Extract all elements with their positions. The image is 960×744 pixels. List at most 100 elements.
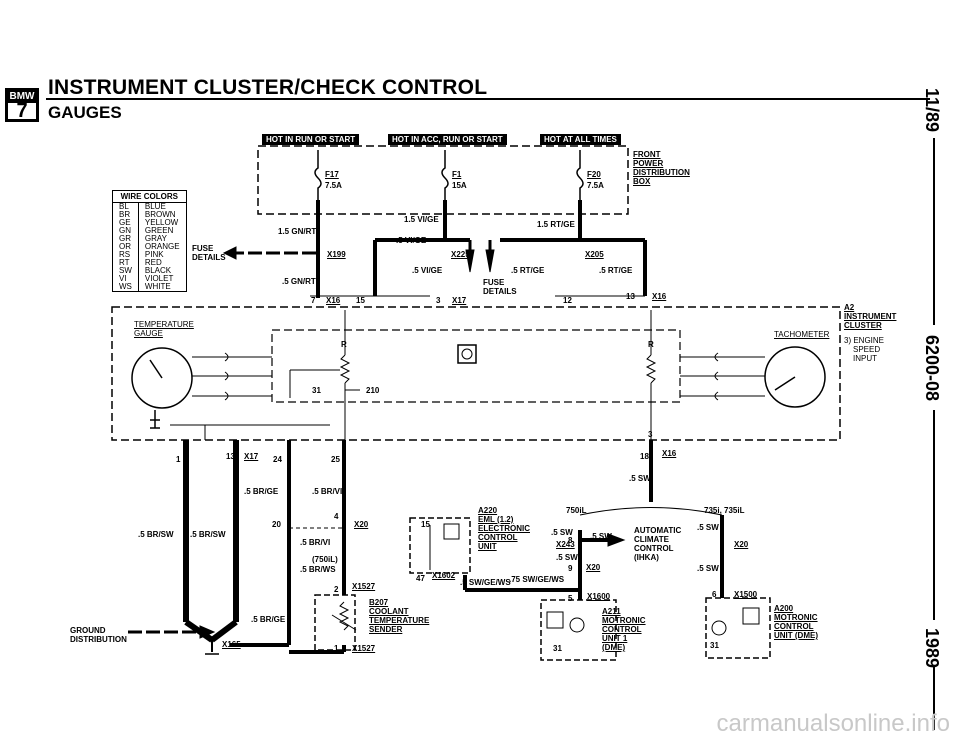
logo-brand: BMW (8, 91, 36, 103)
wire-label: 1.5 RT/GE (537, 220, 575, 229)
wire-label: .5 RT/GE (511, 266, 545, 275)
connector-x199: X199 (327, 250, 346, 259)
connector-x1602: X1602 (432, 571, 456, 580)
pin-number: 5 (568, 594, 573, 603)
power-badge-run-start: HOT IN RUN OR START (262, 134, 360, 145)
fuse-f17-id: F17 (325, 170, 339, 179)
wire-color-row: SW BLACK (113, 267, 186, 275)
fuse-f20-id: F20 (587, 170, 601, 179)
wire-color-name: YELLOW (144, 218, 179, 227)
connector-x1527: X1527 (352, 644, 376, 653)
wire-color-name: GRAY (144, 234, 167, 243)
fuse-f17 (314, 150, 322, 200)
wire-label: .5 SW (551, 528, 573, 537)
wire-color-row: OR ORANGE (113, 243, 186, 251)
power-badge-acc-run-start: HOT IN ACC, RUN OR START (388, 134, 507, 145)
connector-x20: X20 (734, 540, 749, 549)
connector-x243: X243 (556, 540, 575, 549)
connector-x1527: X1527 (352, 582, 376, 591)
wire-label: .5 BR/GE (251, 615, 286, 624)
pin-number: 25 (331, 455, 340, 464)
resistor-r: R (341, 340, 347, 349)
pin-number: 3 (436, 296, 441, 305)
wire-color-code: SW (113, 267, 139, 275)
pin-210: 210 (366, 386, 380, 395)
connector-x225: X225 (451, 250, 470, 259)
fuse-f1-amp: 15A (452, 181, 467, 190)
pin-number: 2 (334, 585, 339, 594)
wire-colors-header: WIRE COLORS (113, 191, 186, 203)
wire-label: .5 BR/VI (312, 487, 343, 496)
pin-number: 13 (626, 292, 635, 301)
pin-number: 6 (712, 590, 717, 599)
watermark: carmanualsonline.info (716, 710, 950, 737)
wire-color-code: BR (113, 211, 139, 219)
fuse-f17-amp: 7.5A (325, 181, 342, 190)
pin-number: 20 (272, 520, 281, 529)
connector-x17: X17 (244, 452, 259, 461)
wire-color-code: BL (113, 203, 139, 211)
wire-color-code: GR (113, 235, 139, 243)
logo-model: 7 (16, 100, 28, 122)
connector-x17: X17 (452, 296, 467, 305)
ground-31: 31 (710, 641, 719, 650)
connector-x20: X20 (354, 520, 369, 529)
connector-x205: X205 (585, 250, 604, 259)
connector-x16: X16 (652, 292, 667, 301)
pin-number: 24 (273, 455, 282, 464)
pin-number: 1 (334, 644, 339, 653)
connector-x165: X165 (222, 640, 241, 649)
wire-label: .75 SW/GE/WS (509, 575, 565, 584)
wire-color-code: OR (113, 243, 139, 251)
connector-x16: X16 (662, 449, 677, 458)
coolant-sender-box (314, 594, 356, 651)
connector-x1600: X1600 (587, 592, 611, 601)
tachometer-circle (764, 346, 826, 408)
wire-color-name: ORANGE (144, 242, 180, 251)
arrow-fuse-2 (485, 249, 495, 273)
connector-x1500: X1500 (734, 590, 758, 599)
wire-label: .5 VI/GE (396, 236, 427, 245)
fuse-f20 (576, 150, 584, 200)
wire-color-row: GR GRAY (113, 235, 186, 243)
page-title: INSTRUMENT CLUSTER/CHECK CONTROL (48, 76, 488, 99)
wire-color-code: RT (113, 259, 139, 267)
pin-number: 12 (563, 296, 572, 305)
pin-number: 7 (311, 296, 316, 305)
variant-750il: 750iL (566, 506, 587, 515)
pin-number: 15 (356, 296, 365, 305)
pin-number: 9 (568, 564, 573, 573)
wire-label: .5 SW (590, 532, 612, 541)
wire-color-name: BLACK (144, 266, 172, 275)
wire-color-code: WS (113, 283, 139, 291)
pin-number: 47 (416, 574, 425, 583)
pin-number: 3 (648, 430, 653, 439)
wire-label: (750iL) (312, 555, 338, 564)
wire-color-name: PINK (144, 250, 164, 259)
motronic-2-box (705, 597, 771, 659)
wire-label: .5 BR/WS (300, 565, 336, 574)
eml-box (409, 517, 471, 574)
fuse-f20-amp: 7.5A (587, 181, 604, 190)
variant-735i: 735i, 735iL (704, 506, 745, 515)
wire-label: .5 VI/GE (412, 266, 443, 275)
wire-label: .5 BR/VI (300, 538, 331, 547)
wire-label: .5 RT/GE (599, 266, 633, 275)
wire-label: .5 GN/RT (282, 277, 316, 286)
wire-label: 1.5 VI/GE (404, 215, 439, 224)
fuse-f1-id: F1 (452, 170, 462, 179)
wire-label: .5 BR/GE (244, 487, 279, 496)
